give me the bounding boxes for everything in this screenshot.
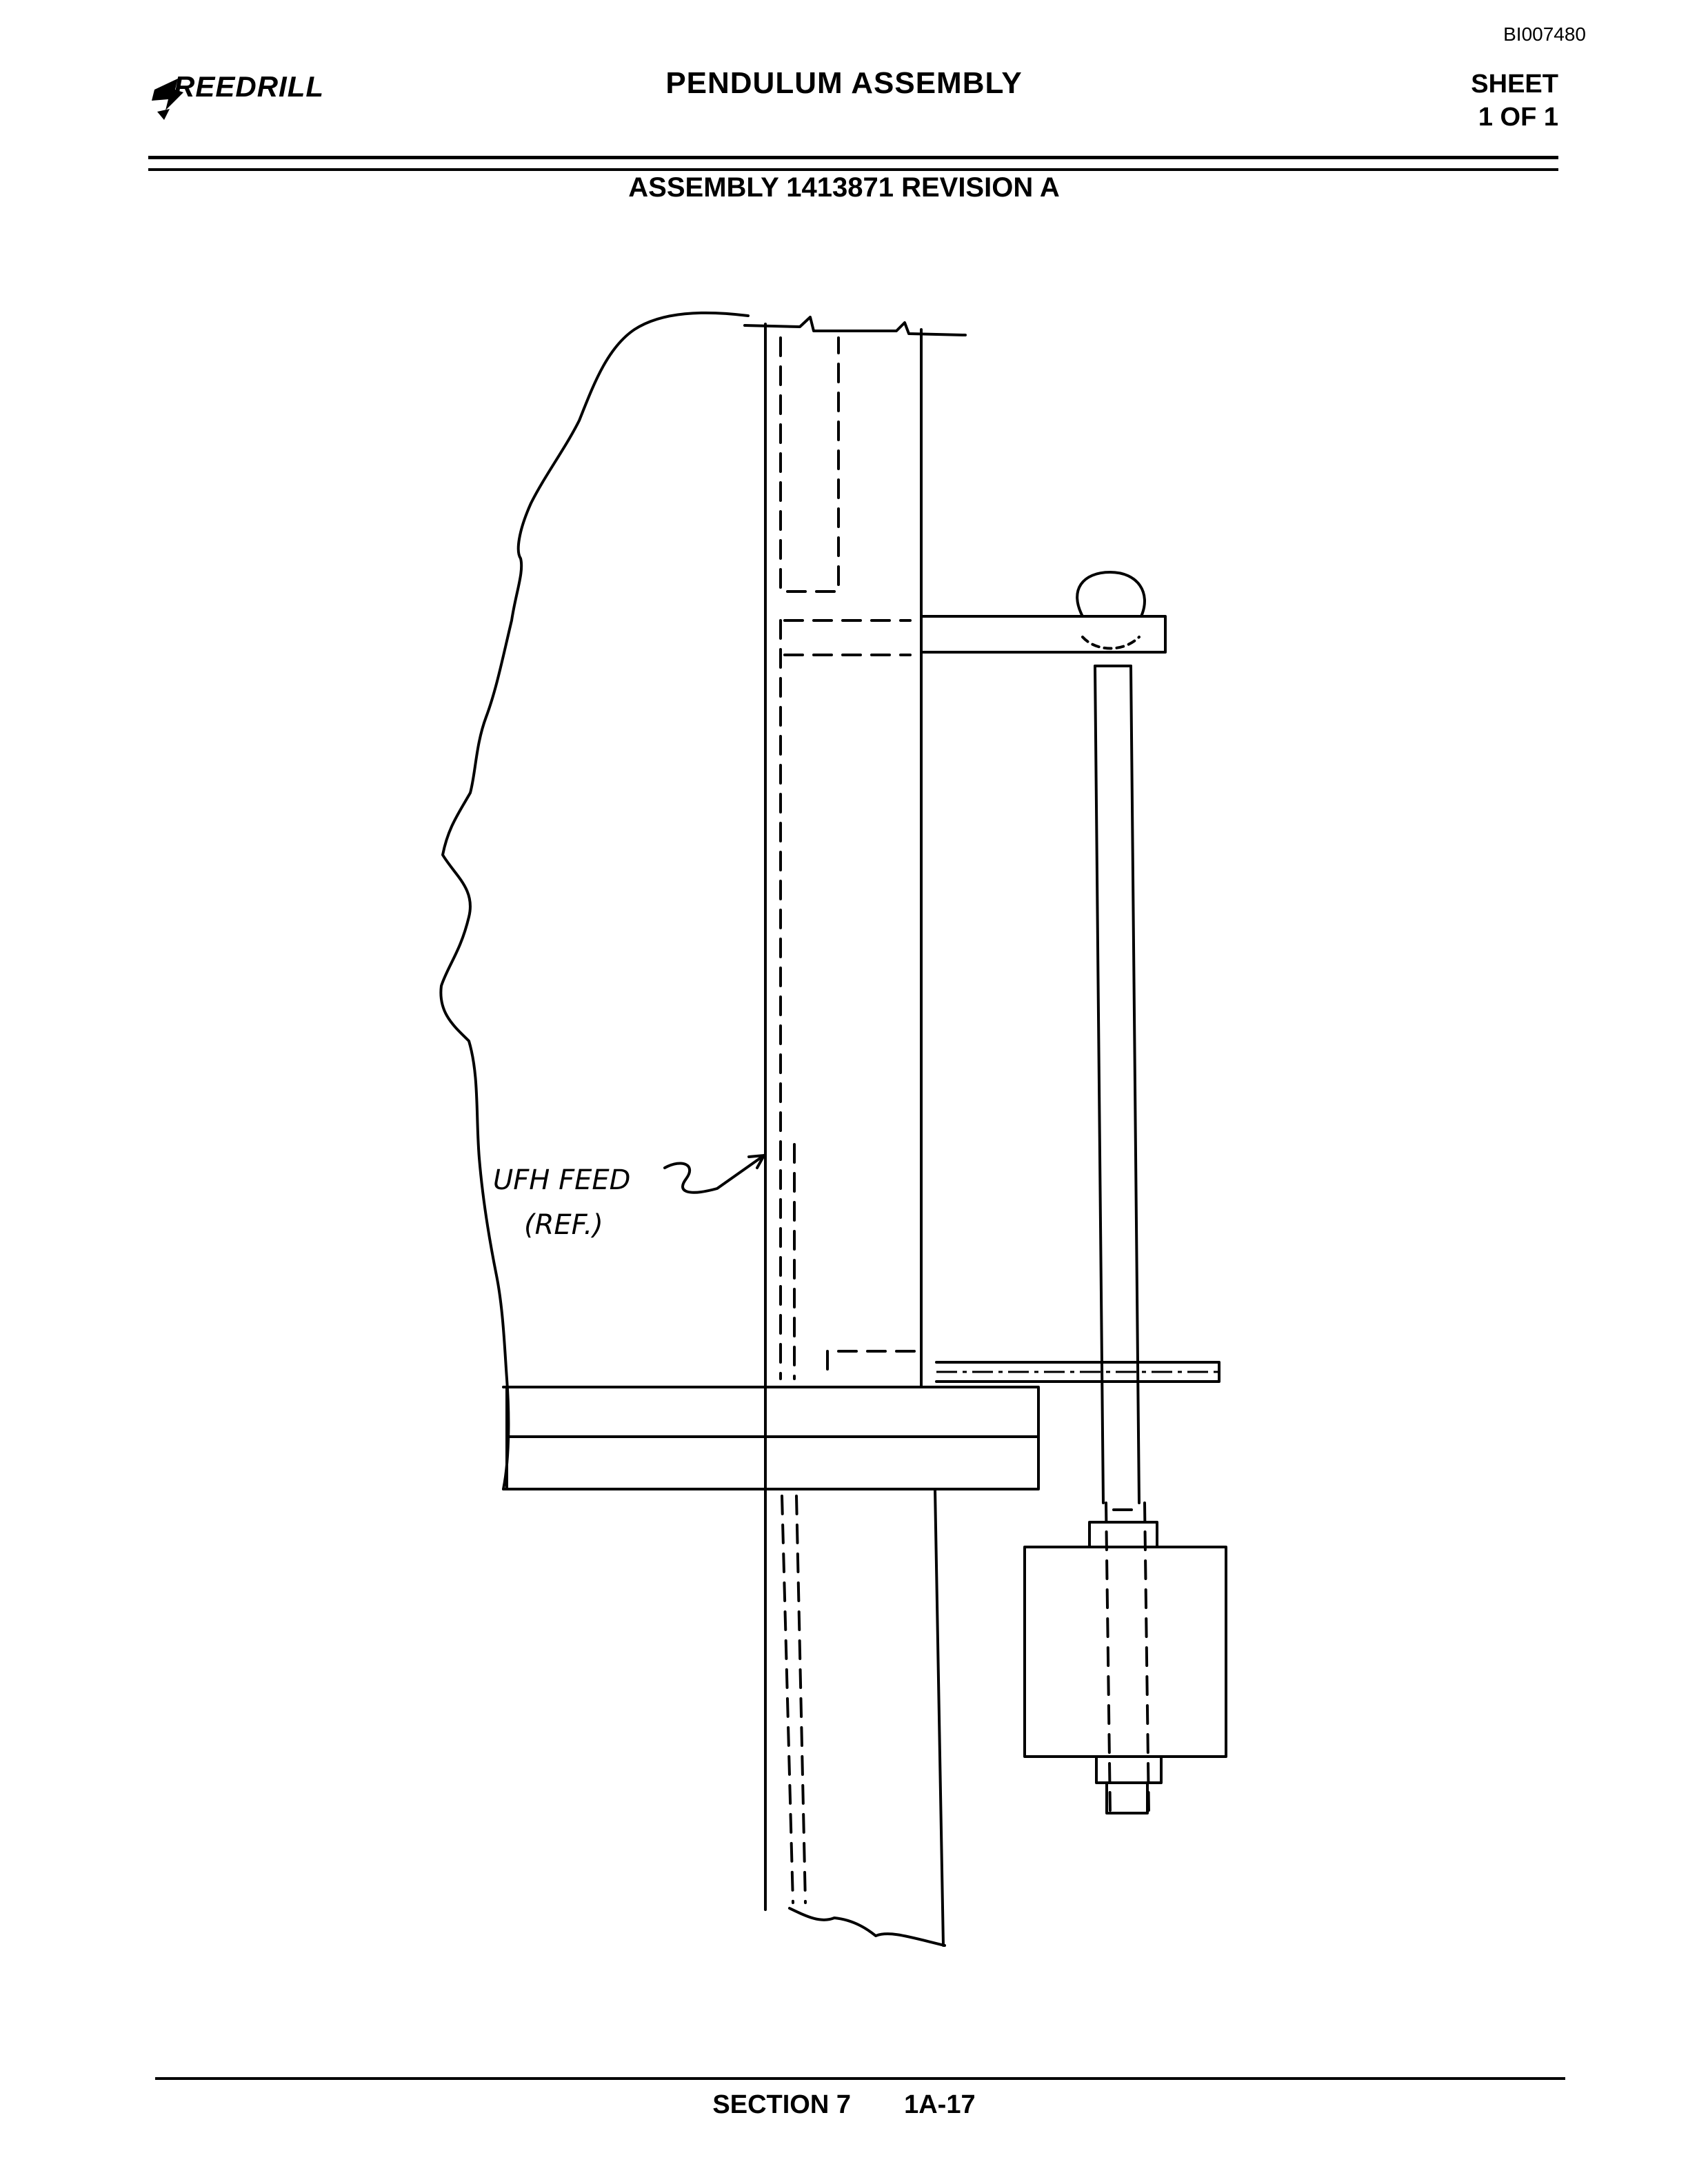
header-rule-top xyxy=(148,156,1558,159)
assembly-subtitle: ASSEMBLY 1413871 REVISION A xyxy=(628,172,1060,203)
lower-plate xyxy=(935,1361,1220,1383)
sheet-info: SHEET 1 OF 1 xyxy=(1420,68,1558,134)
rod-end xyxy=(1105,1781,1149,1814)
hidden-thread xyxy=(1105,1502,1112,1814)
footer-rule xyxy=(155,2077,1565,2080)
nut-top xyxy=(1088,1521,1158,1548)
pendulum-rod-right xyxy=(1129,665,1141,1504)
page-footer: SECTION 7 1A-17 xyxy=(0,2090,1688,2120)
top-break-line xyxy=(743,316,967,336)
sheet-label: SHEET xyxy=(1471,70,1558,99)
drill-bit-icon xyxy=(152,79,183,120)
hidden-line-outer xyxy=(779,336,840,593)
document-id: BI007480 xyxy=(1503,23,1586,45)
header-rule-bottom xyxy=(148,168,1558,171)
column-right-edge-lower xyxy=(934,1488,945,1947)
hidden-line-lower xyxy=(781,1495,794,1904)
bottom-break-line xyxy=(788,1907,946,1947)
footer-page-number: 1A-17 xyxy=(904,2090,976,2119)
sheet-value: 1 OF 1 xyxy=(1478,103,1558,132)
annotation-line-1: UFH FEED xyxy=(493,1164,630,1196)
ball-joint xyxy=(1076,571,1146,618)
break-outline xyxy=(439,311,750,1490)
page-title: PENDULUM ASSEMBLY xyxy=(665,66,1023,100)
logo-wordmark: REEDRILL xyxy=(174,70,324,103)
reedrill-logo: REEDRILL xyxy=(145,69,365,131)
upper-arm xyxy=(921,615,1167,654)
annotation-leader xyxy=(663,1154,765,1194)
pendulum-rod-left xyxy=(1094,665,1105,1504)
annotation-line-2: (REF.) xyxy=(524,1209,603,1241)
weight-block xyxy=(1023,1546,1227,1758)
footer-section: SECTION 7 xyxy=(712,2090,851,2119)
nut-bottom xyxy=(1095,1755,1163,1784)
